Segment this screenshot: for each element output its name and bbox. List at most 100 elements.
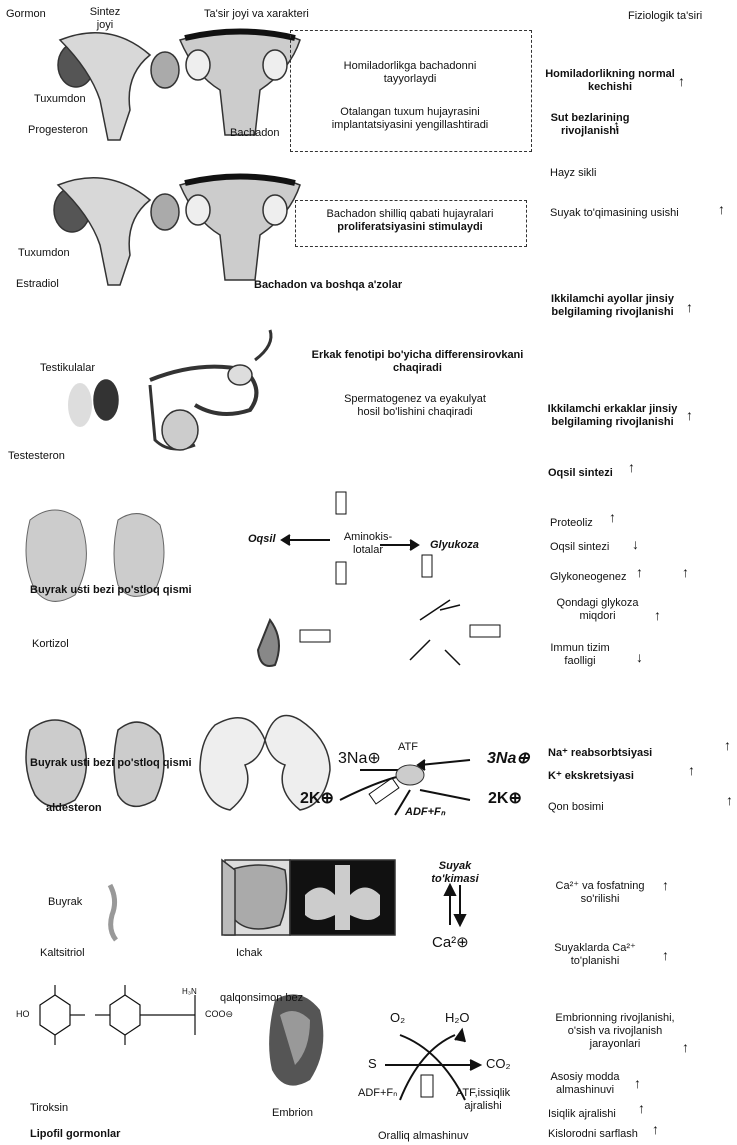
estradiol-effect-2b: belgilaming rivojlanishi [551,306,673,318]
tiroksin-embrion: Embrion [272,1107,313,1120]
tiroksin-effect-2a: Asosiy modda [550,1071,619,1083]
arrow-up-icon: ↑ [628,460,635,474]
arrow-up-icon: ↑ [636,565,643,579]
tiroksin-nh3: H₃N [182,985,197,998]
estradiol-name: Estradiol [16,278,59,291]
tiroksin-effect-1b: o'sish va rivojlanish [568,1025,662,1037]
kortizol-effect-1: Proteoliz [550,517,593,530]
tiroksin-effect-2: Asosiy modda almashinuvi [545,1071,625,1097]
kaltsitriol-effect-1: Ca²⁺ va fosfatning so'rilishi [545,880,655,906]
progesteron-action-1b: tayyorlaydi [384,73,437,85]
kaltsitriol-effect-2: Suyaklarda Ca²⁺ to'planishi [545,942,645,968]
kaltsitriol-target: Ichak [236,947,262,960]
estradiol-target: Bachadon va boshqa a'zolar [254,279,402,292]
kortizol-oqsil: Oqsil [248,533,276,546]
arrow-up-icon: ↑ [662,948,669,962]
kaltsitriol-effect-1b: so'rilishi [581,893,620,905]
estradiol-effect-2a: Ikkilamchi ayollar jinsiy [551,293,674,305]
estradiol-effect-2: Ikkilamchi ayollar jinsiy belgilaming ri… [545,293,680,319]
aldosteron-k-right: 2K⊕ [488,790,522,808]
estradiol-effect-1: Suyak to'qimasining usishi [550,207,679,220]
testosteron-organ: Testikulalar [40,362,95,375]
kaltsitriol-name: Kaltsitriol [40,947,85,960]
tiroksin-footer-left: Lipofil gormonlar [30,1128,120,1141]
aldosteron-k-left: 2K⊕ [300,790,334,808]
uterus-drawing-2 [54,175,300,285]
tiroksin-effect-3: Isiqlik ajralishi [548,1108,616,1121]
arrow-up-icon: ↑ [652,1122,659,1136]
estradiol-organ: Tuxumdon [18,247,70,260]
arrow-up-icon: ↑ [634,1076,641,1090]
arrow-up-icon: ↑ [682,565,689,579]
testis-drawing [68,330,271,450]
estradiol-action-b: proliferatsiyasini stimulaydi [337,221,483,233]
testosteron-effect-1: Ikkilamchi erkaklar jinsiy belgilaming r… [545,403,680,429]
aldosteron-name: aldesteron [46,802,102,815]
progesteron-effect-2: Sut bezlarining rivojlanishi [545,112,635,138]
testosteron-effect-1b: belgilaming rivojlanishi [551,416,673,428]
kaltsitriol-effect-1a: Ca²⁺ va fosfatning [556,880,645,892]
kortizol-effect-3: Glykoneogenez [550,571,626,584]
kaltsitriol-suyak: Suyak to'kimasi [430,860,480,886]
arrow-up-icon: ↑ [638,1101,645,1115]
uterus-drawing-1 [58,30,300,140]
arrow-up-icon: ↑ [613,118,620,132]
aminokislotalar-b: lotalar [353,544,383,556]
header-joyi: joyi [97,19,114,31]
kortizol-organ: Buyrak usti bezi po'stloq qismi [30,584,192,597]
kaltsitriol-suyak-b: to'kimasi [431,873,478,885]
kortizol-name: Kortizol [32,638,69,651]
testosteron-effect-1a: Ikkilamchi erkaklar jinsiy [548,403,678,415]
tiroksin-footer-mid: Oralliq almashinuv [378,1130,468,1143]
aldosteron-organ: Buyrak usti bezi po'stloq qismi [30,757,192,770]
progesteron-action-1: Homiladorlikga bachadonni tayyorlaydi [295,60,525,86]
tiroksin-effect-4: Kislorodni sarflash [548,1128,638,1141]
testosteron-action-1a: Erkak fenotipi bo'yicha differensirovkan… [312,349,524,361]
tiroksin-effect-2b: almashinuvi [556,1084,614,1096]
tiroksin-atf: ATF,issiqlik ajralishi [444,1087,522,1113]
tiroksin-atf-b: ajralishi [464,1100,501,1112]
tiroksin-coo: COO⊖ [205,1008,233,1021]
tiroksin-ho: HO [16,1008,30,1021]
kortizol-effect-4b: miqdori [579,610,615,622]
progesteron-action-2: Otalangan tuxum hujayrasini implantatsiy… [295,106,525,132]
tiroksin-s: S [368,1057,377,1070]
aldosteron-na-right: 3Na⊕ [487,750,530,768]
kortizol-effect-5: Immun tizim faolligi [545,642,615,668]
tiroksin-o2: O₂ [390,1011,405,1024]
arrow-up-icon: ↑ [686,300,693,314]
thyroid-drawing [269,994,323,1085]
kaltsitriol-effect-2b: to'planishi [571,955,620,967]
tiroksin-h2o: H₂O [445,1011,470,1024]
kortizol-aminokislotalar: Aminokis- lotalar [343,531,393,557]
aldosteron-effect-3: Qon bosimi [548,801,604,814]
arrow-up-icon: ↑ [724,738,731,752]
kortizol-effect-2: Oqsil sintezi [550,541,609,554]
progesteron-effect-1: Homiladorlikning normal kechishi [545,68,675,94]
progesteron-action-1a: Homiladorlikga bachadonni [344,60,477,72]
tiroksin-organ: qalqonsimon bez [220,992,303,1005]
kaltsitriol-organ: Buyrak [48,896,82,909]
estradiol-action-a: Bachadon shilliq qabati hujayralari [327,208,494,220]
arrow-up-icon: ↑ [726,793,733,807]
header-sintez-joyi: Sintez joyi [80,6,130,32]
header-sintez: Sintez [90,6,121,18]
testosteron-action-2b: hosil bo'lishini chaqiradi [357,406,472,418]
arrow-up-icon: ↑ [662,878,669,892]
aldosteron-effect-2: K⁺ ekskretsiyasi [548,770,634,783]
testosteron-name: Testesteron [8,450,65,463]
intestine-bone-drawing [110,860,395,940]
aldosteron-adf: ADF+Fₙ [405,806,445,819]
progesteron-action-2a: Otalangan tuxum hujayrasini [340,106,479,118]
arrow-down-icon: ↓ [636,650,643,664]
progesteron-name: Progesteron [28,124,88,137]
kaltsitriol-suyak-a: Suyak [439,860,471,872]
arrow-up-icon: ↑ [654,608,661,622]
arrow-up-icon: ↑ [682,1040,689,1054]
kortizol-effect-4: Qondagi glykoza miqdori [545,597,650,623]
kaltsitriol-effect-2a: Suyaklarda Ca²⁺ [554,942,636,954]
aminokislotalar-a: Aminokis- [344,531,392,543]
tiroksin-atf-a: ATF,issiqlik [456,1087,510,1099]
arrow-up-icon: ↑ [686,408,693,422]
tiroksin-adf: ADF+Fₙ [358,1087,398,1100]
